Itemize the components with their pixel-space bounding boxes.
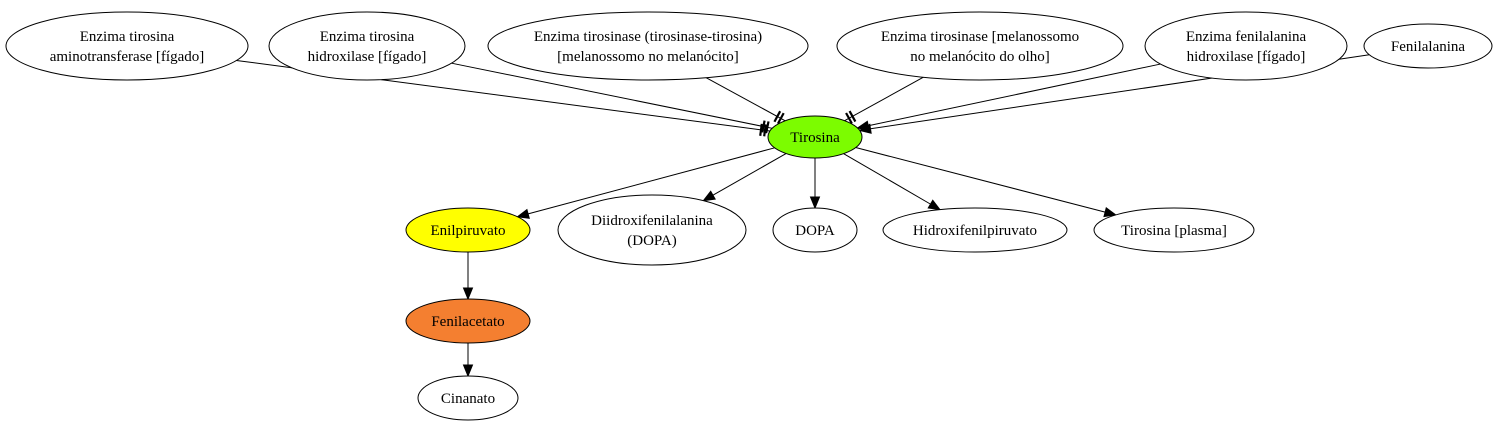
edge-line bbox=[843, 153, 931, 205]
node-dopa: DOPA bbox=[772, 207, 858, 253]
node-tirosina_hidroxilase: Enzima tirosina hidroxilase [fígado] bbox=[268, 11, 466, 81]
node-ellipse bbox=[268, 11, 466, 81]
edge-tirosinase_olho-to-tirosina bbox=[844, 76, 924, 125]
node-ellipse bbox=[1363, 23, 1493, 69]
node-enilpiruvato: Enilpiruvato bbox=[405, 207, 531, 253]
node-ellipse bbox=[882, 207, 1068, 253]
edge-tee-mark bbox=[761, 120, 766, 133]
node-label: hidroxilase [fígado] bbox=[1187, 49, 1306, 65]
node-cinanato: Cinanato bbox=[417, 375, 519, 421]
node-label: aminotransferase [fígado] bbox=[50, 49, 205, 65]
edge-line bbox=[712, 153, 787, 196]
edge-arrowhead bbox=[462, 364, 474, 378]
node-label: Cinanato bbox=[441, 391, 495, 407]
edge-tirosina-to-tirosina_plasma bbox=[855, 147, 1118, 218]
edge-tirosina-to-dopa bbox=[809, 158, 821, 210]
node-ellipse bbox=[487, 11, 809, 81]
edge-tirosina-to-hidroxifenilpiruvato bbox=[843, 153, 942, 211]
edge-line bbox=[855, 147, 1106, 213]
node-fenilalanina: Fenilalanina bbox=[1363, 23, 1493, 69]
node-label: Hidroxifenilpiruvato bbox=[913, 223, 1037, 239]
edge-line bbox=[844, 76, 924, 122]
node-label: Enilpiruvato bbox=[431, 223, 506, 239]
node-tirosinase_melanocito: Enzima tirosinase (tirosinase-tirosina) [… bbox=[487, 11, 809, 81]
node-label: (DOPA) bbox=[627, 233, 676, 249]
edge-tee-mark bbox=[763, 124, 767, 137]
node-tirosinase_olho: Enzima tirosinase [melanossomo no melanóc… bbox=[836, 11, 1124, 81]
edge-line bbox=[705, 77, 786, 122]
edge-arrowhead bbox=[516, 208, 530, 219]
edge-tee-mark bbox=[848, 110, 857, 123]
node-ellipse bbox=[772, 207, 858, 253]
node-ellipse bbox=[1093, 207, 1255, 253]
edge-fenilacetato-to-cinanato bbox=[462, 343, 474, 378]
edge-tirosina-to-diidroxifenilalanina bbox=[702, 153, 787, 202]
node-ellipse bbox=[417, 375, 519, 421]
node-fenilacetato: Fenilacetato bbox=[405, 298, 531, 344]
edge-enilpiruvato-to-fenilacetato bbox=[462, 252, 474, 301]
edge-tirosinase_melanocito-to-tirosina bbox=[705, 77, 786, 125]
edge-arrowhead bbox=[462, 287, 474, 301]
node-label: Tirosina [plasma] bbox=[1121, 223, 1227, 239]
edge-arrowhead bbox=[702, 190, 716, 202]
node-label: Enzima tirosina bbox=[320, 29, 415, 45]
node-label: Diidroxifenilalanina bbox=[591, 213, 713, 229]
node-ellipse bbox=[405, 298, 531, 344]
node-hidroxifenilpiruvato: Hidroxifenilpiruvato bbox=[882, 207, 1068, 253]
edge-arrowhead bbox=[858, 123, 872, 134]
node-label: Enzima tirosinase (tirosinase-tirosina) bbox=[534, 29, 762, 45]
node-fenilalanina_hidroxilase: Enzima fenilalanina hidroxilase [fígado] bbox=[1144, 11, 1348, 81]
node-ellipse bbox=[557, 194, 747, 266]
node-ellipse bbox=[5, 11, 249, 81]
nodes-layer: Enzima tirosina aminotransferase [fígado]… bbox=[5, 11, 1493, 421]
node-ellipse bbox=[836, 11, 1124, 81]
node-diidroxifenilalanina: Diidroxifenilalanina (DOPA) bbox=[557, 194, 747, 266]
node-label: [melanossomo no melanócito] bbox=[557, 49, 739, 65]
edge-tee-mark bbox=[765, 121, 770, 134]
node-label: hidroxilase [fígado] bbox=[308, 49, 427, 65]
node-tirosina: Tirosina bbox=[767, 115, 863, 159]
node-ellipse bbox=[405, 207, 531, 253]
edge-line bbox=[868, 63, 1161, 127]
node-label: Enzima fenilalanina bbox=[1186, 29, 1307, 45]
edge-tirosina-to-enilpiruvato bbox=[516, 147, 775, 219]
node-label: DOPA bbox=[795, 223, 835, 239]
node-ellipse bbox=[1144, 11, 1348, 81]
edge-line bbox=[527, 147, 775, 215]
edge-arrowhead bbox=[809, 196, 821, 210]
node-label: Tirosina bbox=[790, 130, 840, 146]
edge-tirosina_hidroxilase-to-tirosina bbox=[451, 62, 773, 134]
node-tirosina_aminotransferase: Enzima tirosina aminotransferase [fígado] bbox=[5, 11, 249, 81]
node-label: Fenilacetato bbox=[431, 314, 504, 330]
node-tirosina_plasma: Tirosina [plasma] bbox=[1093, 207, 1255, 253]
edge-tee-mark bbox=[845, 112, 853, 125]
node-label: Fenilalanina bbox=[1391, 39, 1465, 55]
node-label: Enzima tirosinase [melanossomo bbox=[881, 29, 1079, 45]
node-label: no melanócito do olho] bbox=[910, 49, 1050, 65]
edge-arrowhead bbox=[1103, 206, 1118, 218]
edge-line bbox=[451, 62, 773, 129]
node-ellipse bbox=[767, 115, 863, 159]
node-label: Enzima tirosina bbox=[80, 29, 175, 45]
edge-arrowhead bbox=[927, 199, 942, 211]
edges-layer bbox=[236, 54, 1370, 378]
edge-tee-mark bbox=[773, 110, 782, 123]
edge-tee-mark bbox=[776, 112, 785, 125]
